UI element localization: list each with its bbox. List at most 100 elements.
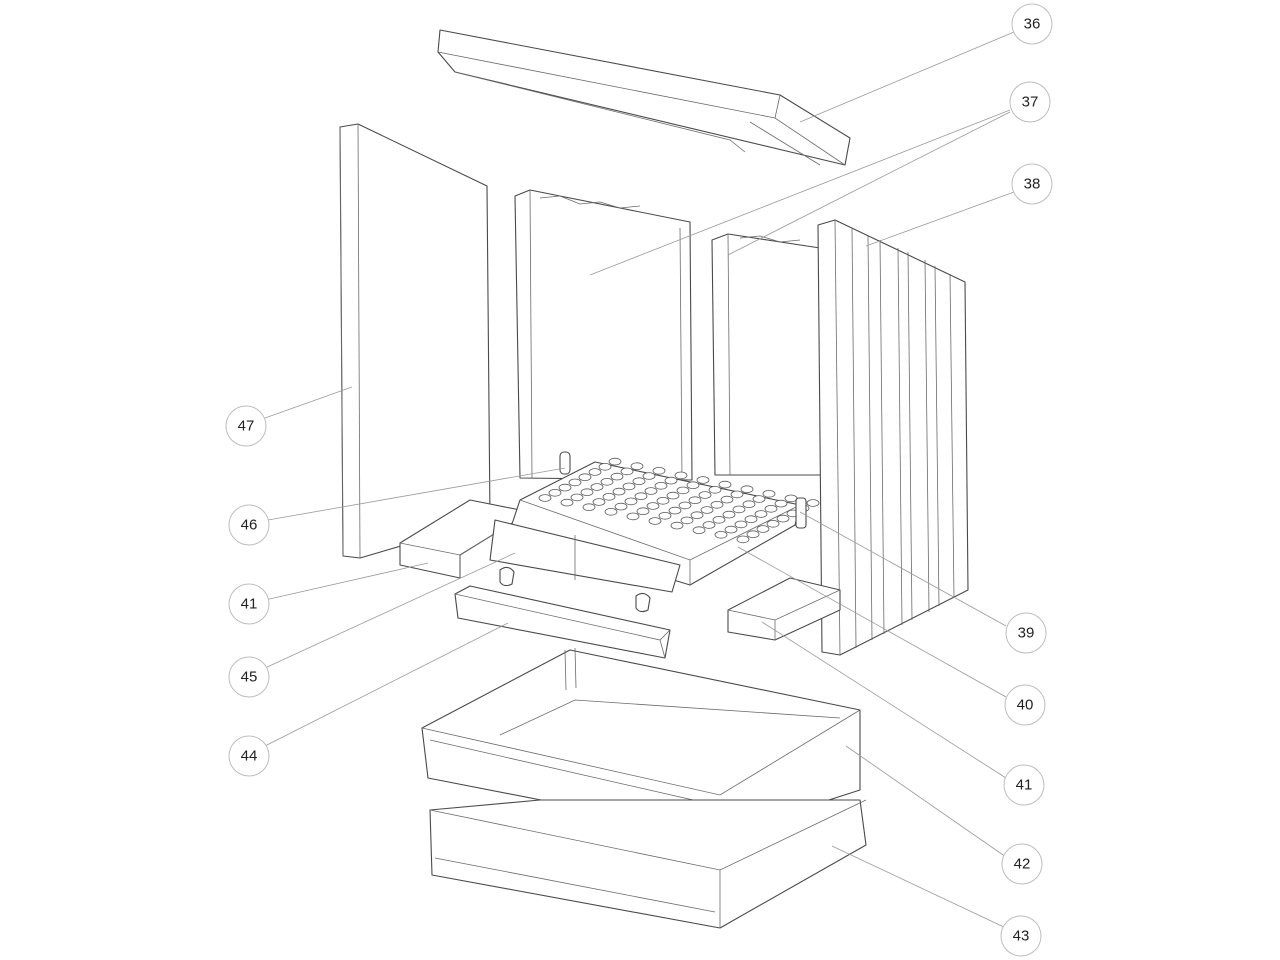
grate-hole — [766, 519, 780, 528]
svg-text:38: 38 — [1024, 176, 1041, 193]
grate-hole — [730, 490, 744, 499]
grate-hole — [762, 489, 776, 498]
grate-hole — [570, 493, 584, 502]
svg-text:41: 41 — [241, 596, 258, 613]
svg-text:39: 39 — [1018, 625, 1035, 642]
grate-hole — [560, 498, 574, 507]
grate-hole — [632, 477, 646, 486]
grate-hole — [608, 457, 622, 466]
grate-hole — [658, 511, 672, 520]
grate-hole — [752, 495, 766, 503]
grate-hole — [774, 499, 788, 508]
part-back-panel-right — [711, 233, 823, 476]
svg-text:42: 42 — [1014, 856, 1031, 873]
grate-hole — [732, 505, 746, 514]
svg-text:43: 43 — [1013, 928, 1030, 945]
grate-holes — [538, 457, 820, 544]
grate-hole — [644, 487, 658, 495]
svg-text:44: 44 — [241, 748, 258, 765]
grate-hole — [538, 494, 552, 502]
grate-hole — [698, 491, 712, 499]
callout-46: 46 — [228, 504, 270, 546]
grate-hole — [678, 501, 692, 510]
grate-hole — [636, 507, 650, 516]
grate-hole — [674, 471, 688, 480]
grate-hole — [702, 521, 716, 529]
grate-hole — [598, 462, 612, 471]
grate-hole — [600, 477, 614, 486]
grate-hole — [604, 507, 618, 516]
grate-hole — [592, 498, 606, 506]
grate-hole — [610, 472, 624, 481]
grate-hole — [756, 525, 770, 533]
callout-41-left: 41 — [228, 583, 270, 625]
svg-text:47: 47 — [238, 418, 255, 435]
grate-hole — [680, 516, 694, 525]
part-base-tray — [429, 799, 867, 929]
grate-hole — [642, 472, 656, 480]
grate-hole — [718, 480, 732, 489]
part-right-side-panel — [817, 219, 969, 656]
grate-hole — [548, 488, 562, 497]
grate-hole — [754, 510, 768, 518]
grate-hole — [708, 485, 722, 494]
callout-39: 39 — [1005, 612, 1047, 654]
callout-43: 43 — [1000, 915, 1042, 957]
part-top-baffle — [437, 29, 851, 166]
grate-hole — [612, 487, 626, 496]
callout-41-right: 41 — [1003, 764, 1045, 806]
grate-hole — [700, 506, 714, 514]
grate-hole — [652, 466, 666, 475]
grate-hole — [724, 525, 738, 534]
callout-36: 36 — [1011, 3, 1053, 45]
grate-hole — [688, 496, 702, 505]
callout-47: 47 — [225, 405, 267, 447]
grate-hole — [764, 504, 778, 513]
grate-hole — [580, 488, 594, 497]
callout-42: 42 — [1001, 843, 1043, 885]
grate-hole — [686, 481, 700, 490]
grate-hole — [648, 517, 662, 525]
part-back-panel-left — [514, 189, 693, 481]
part-grate — [509, 451, 820, 586]
grate-hole — [588, 468, 602, 476]
grate-hole — [634, 492, 648, 501]
grate-hole — [784, 494, 798, 503]
grate-hole — [664, 476, 678, 485]
grate-hole — [714, 530, 728, 539]
grate-hole — [742, 500, 756, 509]
grate-hole — [744, 515, 758, 523]
grate-hole — [624, 497, 638, 506]
grate-hole — [578, 473, 592, 482]
grate-hole — [590, 483, 604, 491]
grate-hole — [676, 486, 690, 495]
grate-hole — [568, 478, 582, 487]
grate-hole — [736, 535, 750, 544]
grate-hole — [670, 521, 684, 530]
grate-hole — [558, 483, 572, 492]
grate-hole — [722, 510, 736, 519]
grate-hole — [620, 467, 634, 476]
svg-text:41: 41 — [1016, 777, 1033, 794]
leader-lines — [264, 31, 1015, 929]
callout-44: 44 — [228, 735, 270, 777]
part-front-lip — [489, 519, 681, 613]
callout-37: 37 — [1009, 81, 1051, 123]
svg-text:37: 37 — [1022, 94, 1039, 111]
grate-hole — [806, 499, 820, 507]
svg-text:40: 40 — [1017, 697, 1034, 714]
grate-hole — [582, 503, 596, 512]
grate-hole — [656, 496, 670, 505]
callout-40: 40 — [1004, 684, 1046, 726]
grate-hole — [626, 512, 640, 521]
grate-hole — [646, 502, 660, 510]
grate-hole — [740, 485, 754, 494]
svg-text:46: 46 — [241, 517, 258, 534]
svg-text:45: 45 — [241, 669, 258, 686]
grate-hole — [712, 515, 726, 524]
grate-hole — [710, 500, 724, 509]
part-left-side-panel — [339, 123, 491, 559]
grate-hole — [654, 481, 668, 490]
grate-hole — [614, 502, 628, 511]
